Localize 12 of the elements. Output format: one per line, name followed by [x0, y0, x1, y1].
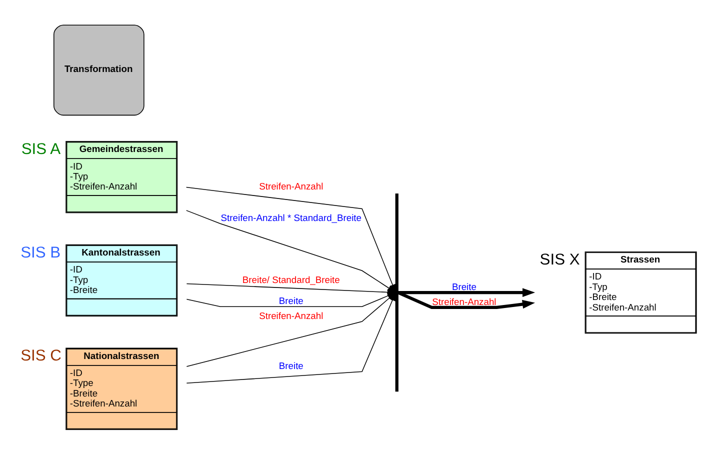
edge-label: Streifen-Anzahl	[432, 296, 496, 307]
edge-label: Breite	[452, 280, 476, 292]
node-label: SIS B	[20, 244, 61, 262]
node-label: SIS A	[21, 140, 61, 158]
node-label: SIS C	[20, 348, 62, 365]
edge-label: Breite/ Standard_Breite	[242, 274, 340, 285]
node-label: SIS X	[540, 251, 580, 268]
edge-label: Breite	[278, 360, 304, 371]
edge-label: Streifen-Anzahl	[259, 310, 324, 321]
edge-label: Streifen-Anzahl	[259, 180, 324, 192]
edge-label: Streifen-Anzahl * Standard_Breite	[220, 212, 362, 223]
edge-label: Breite	[278, 294, 304, 306]
